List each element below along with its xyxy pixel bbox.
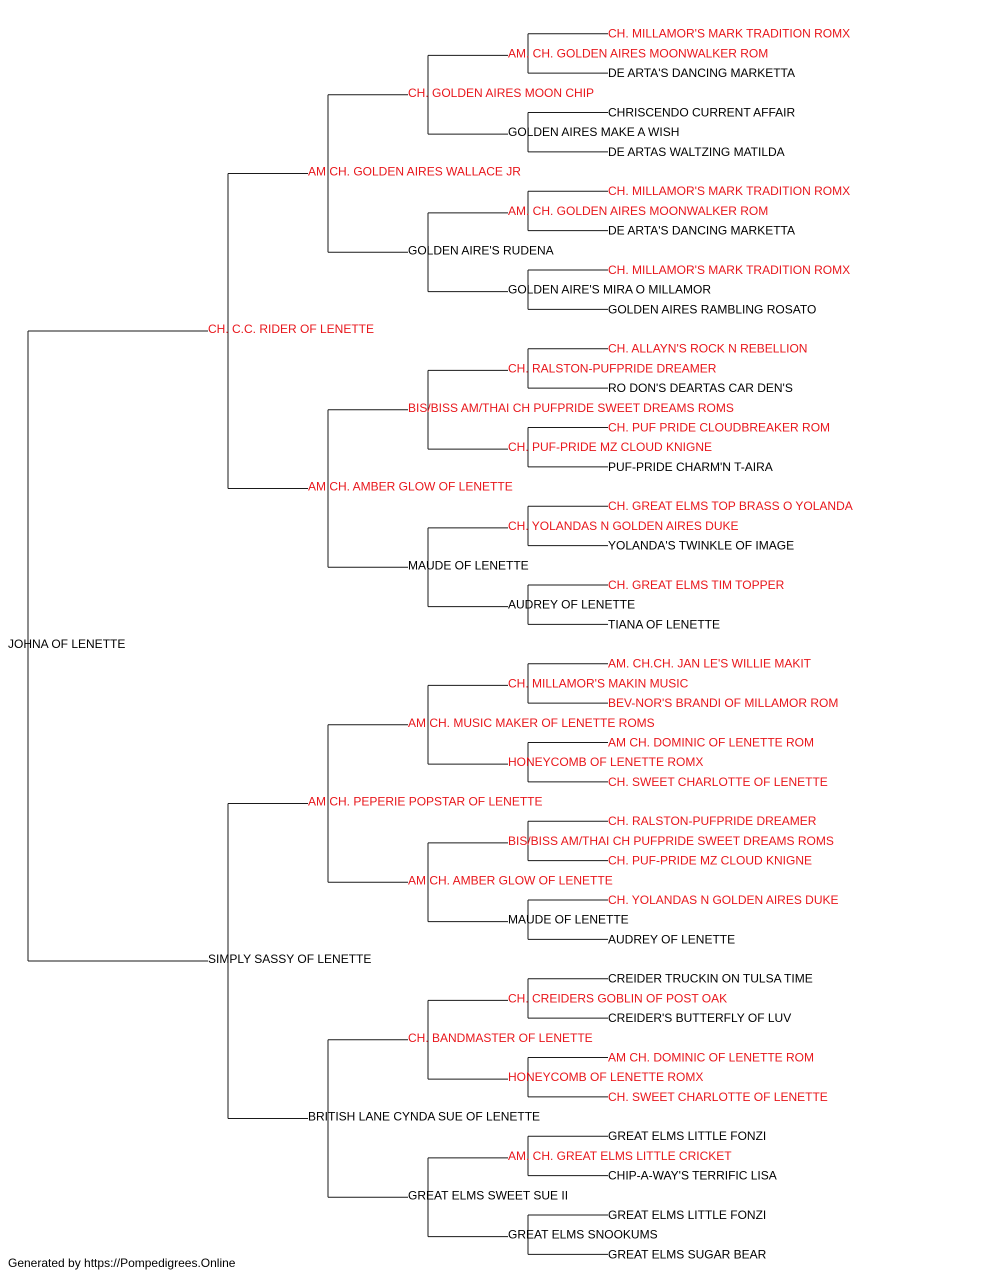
label-backdrop — [508, 1226, 512, 1243]
label-backdrop — [508, 990, 512, 1007]
ancestor-name: AM CH. AMBER GLOW OF LENETTE — [408, 873, 613, 887]
ancestor-name: DE ARTA'S DANCING MARKETTA — [608, 224, 795, 238]
ancestor-name: AM. CH.CH. JAN LE'S WILLIE MAKIT — [608, 657, 812, 671]
label-backdrop — [508, 202, 512, 219]
ancestor-name: DE ARTA'S DANCING MARKETTA — [608, 66, 795, 80]
label-backdrop — [308, 163, 312, 180]
ancestor-name: MAUDE OF LENETTE — [408, 558, 529, 572]
ancestor-name: GREAT ELMS LITTLE FONZI — [608, 1208, 766, 1222]
ancestor-name: AM. CH. GOLDEN AIRES MOONWALKER ROM — [508, 46, 768, 60]
label-backdrop — [20, 636, 24, 652]
ancestor-name: CH. PUF PRIDE CLOUDBREAKER ROM — [608, 420, 830, 434]
label-backdrop — [408, 84, 412, 101]
ancestor-name: HONEYCOMB OF LENETTE ROMX — [508, 755, 703, 769]
ancestor-name: PUF-PRIDE CHARM'N T-AIRA — [608, 460, 773, 474]
ancestor-name: CHRISCENDO CURRENT AFFAIR — [608, 105, 795, 119]
label-backdrop — [308, 478, 312, 495]
ancestor-name: AM CH. DOMINIC OF LENETTE ROM — [608, 735, 814, 749]
ancestor-name: CH. MILLAMOR'S MARK TRADITION ROMX — [608, 27, 850, 41]
ancestor-name: GOLDEN AIRES RAMBLING ROSATO — [608, 302, 816, 316]
ancestor-labels: CH. MILLAMOR'S MARK TRADITION ROMX DE ART… — [8, 27, 853, 1262]
ancestor-name: GREAT ELMS SNOOKUMS — [508, 1228, 658, 1242]
label-backdrop — [508, 517, 512, 534]
label-backdrop — [508, 124, 512, 141]
label-backdrop — [308, 793, 312, 810]
ancestor-name: BIS/BISS AM/THAI CH PUFPRIDE SWEET DREAM… — [408, 401, 734, 415]
ancestor-name: CH. YOLANDAS N GOLDEN AIRES DUKE — [608, 893, 839, 907]
ancestor-name: CH. RALSTON-PUFPRIDE DREAMER — [508, 361, 717, 375]
ancestor-name: BIS/BISS AM/THAI CH PUFPRIDE SWEET DREAM… — [508, 834, 834, 848]
ancestor-name: CH. RALSTON-PUFPRIDE DREAMER — [608, 814, 817, 828]
label-backdrop — [308, 1108, 312, 1125]
ancestor-name: GREAT ELMS SUGAR BEAR — [608, 1247, 767, 1261]
ancestor-name: CH. MILLAMOR'S MARK TRADITION ROMX — [608, 263, 850, 277]
ancestor-name: CH. BANDMASTER OF LENETTE — [408, 1031, 593, 1045]
ancestor-name: AM. CH. GOLDEN AIRES MOONWALKER ROM — [508, 204, 768, 218]
ancestor-name: CREIDER'S BUTTERFLY OF LUV — [608, 1011, 791, 1025]
ancestor-name: BRITISH LANE CYNDA SUE OF LENETTE — [308, 1110, 540, 1124]
ancestor-name: YOLANDA'S TWINKLE OF IMAGE — [608, 539, 794, 553]
label-backdrop — [408, 399, 412, 416]
ancestor-name: HONEYCOMB OF LENETTE ROMX — [508, 1070, 703, 1084]
connector-lines — [27, 33, 608, 1255]
ancestor-name: SIMPLY SASSY OF LENETTE — [208, 952, 371, 966]
ancestor-name: CH. PUF-PRIDE MZ CLOUD KNIGNE — [608, 854, 812, 868]
label-backdrop — [408, 242, 412, 259]
label-backdrop — [208, 321, 212, 337]
ancestor-name: DE ARTAS WALTZING MATILDA — [608, 145, 785, 159]
ancestor-name: MAUDE OF LENETTE — [508, 913, 629, 927]
ancestor-name: CREIDER TRUCKIN ON TULSA TIME — [608, 972, 813, 986]
label-backdrop — [408, 1187, 412, 1204]
label-backdrop — [508, 439, 512, 456]
label-backdrop — [508, 596, 512, 613]
ancestor-name: TIANA OF LENETTE — [608, 617, 720, 631]
label-backdrop — [508, 45, 512, 62]
ancestor-name: AM. CH. GREAT ELMS LITTLE CRICKET — [508, 1149, 732, 1163]
ancestor-name: GOLDEN AIRES MAKE A WISH — [508, 125, 679, 139]
ancestor-name: AM CH. AMBER GLOW OF LENETTE — [308, 480, 513, 494]
label-backdrop — [408, 714, 412, 731]
label-backdrop — [508, 1069, 512, 1086]
ancestor-name: CH. MILLAMOR'S MARK TRADITION ROMX — [608, 184, 850, 198]
label-backdrop — [508, 360, 512, 377]
ancestor-name: BEV-NOR'S BRANDI OF MILLAMOR ROM — [608, 696, 838, 710]
label-backdrop — [408, 1029, 412, 1046]
ancestor-name: AUDREY OF LENETTE — [508, 598, 635, 612]
subject-name: JOHNA OF LENETTE — [8, 637, 125, 651]
label-backdrop — [408, 872, 412, 889]
label-backdrop — [508, 1147, 512, 1164]
ancestor-name: CH. YOLANDAS N GOLDEN AIRES DUKE — [508, 519, 739, 533]
ancestor-name: CH. PUF-PRIDE MZ CLOUD KNIGNE — [508, 440, 712, 454]
label-backdrop — [508, 281, 512, 298]
ancestor-name: GOLDEN AIRE'S RUDENA — [408, 243, 554, 257]
ancestor-name: AM CH. GOLDEN AIRES WALLACE JR — [308, 165, 521, 179]
ancestor-name: CH. C.C. RIDER OF LENETTE — [208, 322, 374, 336]
label-backdrop — [508, 754, 512, 771]
ancestor-name: CH. MILLAMOR'S MAKIN MUSIC — [508, 676, 689, 690]
ancestor-name: CH. SWEET CHARLOTTE OF LENETTE — [608, 775, 828, 789]
ancestor-name: AM CH. PEPERIE POPSTAR OF LENETTE — [308, 795, 543, 809]
ancestor-name: CH. GREAT ELMS TIM TOPPER — [608, 578, 785, 592]
ancestor-name: AM CH. DOMINIC OF LENETTE ROM — [608, 1050, 814, 1064]
label-backdrop — [508, 675, 512, 692]
ancestor-name: CH. GOLDEN AIRES MOON CHIP — [408, 86, 594, 100]
footer-credit: Generated by https://Pompedigrees.Online — [8, 1256, 236, 1270]
label-backdrop — [508, 832, 512, 849]
ancestor-name: GOLDEN AIRE'S MIRA O MILLAMOR — [508, 283, 711, 297]
ancestor-name: AM CH. MUSIC MAKER OF LENETTE ROMS — [408, 716, 655, 730]
ancestor-name: CH. SWEET CHARLOTTE OF LENETTE — [608, 1090, 828, 1104]
ancestor-name: RO DON'S DEARTAS CAR DEN'S — [608, 381, 793, 395]
label-backdrop — [208, 951, 212, 967]
ancestor-name: GREAT ELMS SWEET SUE II — [408, 1188, 568, 1202]
ancestor-name: CH. ALLAYN'S ROCK N REBELLION — [608, 342, 807, 356]
ancestor-name: CH. GREAT ELMS TOP BRASS O YOLANDA — [608, 499, 853, 513]
label-backdrop — [508, 911, 512, 928]
ancestor-name: CH. CREIDERS GOBLIN OF POST OAK — [508, 991, 727, 1005]
label-backdrop — [408, 557, 412, 574]
ancestor-name: CHIP-A-WAY'S TERRIFIC LISA — [608, 1169, 777, 1183]
ancestor-name: AUDREY OF LENETTE — [608, 932, 735, 946]
ancestor-name: GREAT ELMS LITTLE FONZI — [608, 1129, 766, 1143]
